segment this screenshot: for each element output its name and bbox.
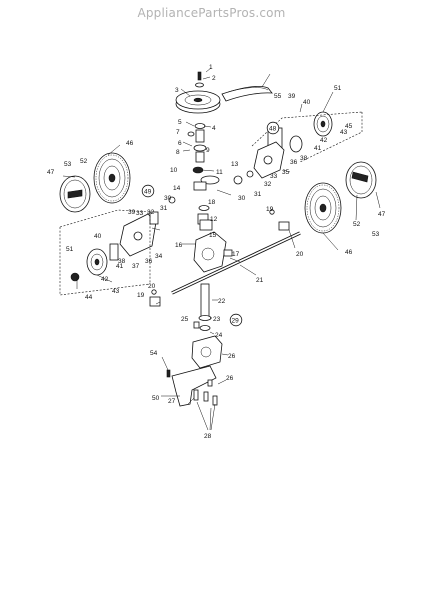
callout-47a: 47 [47,169,55,176]
callout-38b: 38 [300,155,308,162]
bracket-bolts[interactable] [166,369,218,406]
callout-27: 27 [168,398,176,405]
callout-40a: 40 [94,233,102,240]
callout-41a: 41 [116,263,124,270]
callout-37: 37 [132,263,140,270]
callout-34: 34 [155,253,163,260]
callout-39a: 39 [128,209,136,216]
callout-51a: 51 [66,246,74,253]
left-assembly-outline [59,209,151,296]
callout-46b: 46 [345,249,353,256]
callout-32b: 32 [264,181,272,188]
pulley-bolt[interactable] [195,67,212,88]
callout-47b: 47 [378,211,386,218]
callout-35: 35 [282,169,290,176]
right-axle-bushing[interactable] [269,209,290,231]
callout-20b: 20 [148,283,156,290]
left-wheel-assembly[interactable] [59,152,131,213]
callout-12: 12 [210,216,218,223]
callout-8: 8 [176,149,180,156]
callout-18: 18 [208,199,216,206]
right-assembly-outline [251,111,363,163]
callout-43b: 43 [340,129,348,136]
callout-14: 14 [173,185,181,192]
callout-4: 4 [212,125,216,132]
callout-26b: 26 [226,375,234,382]
callout-43a: 43 [112,288,120,295]
callout-24: 24 [215,332,223,339]
callout-23: 23 [213,316,221,323]
drive-axle[interactable] [171,231,301,295]
right-wheel-assembly[interactable] [304,161,377,234]
callout-36b: 36 [290,159,298,166]
callout-31b: 31 [254,191,262,198]
callout-22: 22 [218,298,226,305]
right-gear-housing[interactable] [233,141,285,185]
lower-gearbox[interactable] [191,335,223,369]
callout-31a: 31 [160,205,168,212]
callout-55: 55 [274,93,282,100]
callout-48: 48 [269,126,277,133]
callout-36a: 36 [145,258,153,265]
callout-44: 44 [85,294,93,301]
callout-28: 28 [204,433,212,440]
callout-29: 29 [232,318,240,325]
callout-20a: 20 [296,251,304,258]
callout-53b: 53 [372,231,380,238]
callout-30a: 30 [164,195,172,202]
left-gear-housing[interactable] [119,196,176,257]
callout-10: 10 [170,167,178,174]
callout-2: 2 [212,75,216,82]
callout-42b: 42 [320,137,328,144]
callout-30b: 30 [238,195,246,202]
vertical-drive-shaft[interactable] [193,283,212,331]
callout-15: 15 [209,232,217,239]
callout-9: 9 [206,147,210,154]
spindle-stack[interactable] [187,123,220,225]
callout-53a: 53 [64,161,72,168]
callout-50: 50 [152,395,160,402]
callout-38a: 38 [118,258,126,265]
callout-52b: 52 [353,221,361,228]
callout-40b: 40 [303,99,311,106]
callout-labels: 1 2 3 4 5 6 7 8 9 10 11 12 13 14 15 16 1… [47,64,386,440]
mounting-bracket[interactable] [171,365,217,407]
callout-1: 1 [209,64,213,71]
callout-7: 7 [176,129,180,136]
drive-pulley[interactable] [175,90,221,114]
center-gear-case[interactable] [193,219,233,273]
callout-6: 6 [178,140,182,147]
callout-19b: 19 [137,292,145,299]
callout-52a: 52 [80,158,88,165]
callout-26a: 26 [228,353,236,360]
callout-3: 3 [175,87,179,94]
callout-19a: 19 [266,206,274,213]
callout-13: 13 [231,161,239,168]
reference-circles [141,121,280,327]
left-axle-bushing[interactable] [149,289,161,307]
callout-39b: 39 [288,93,296,100]
callout-16: 16 [175,242,183,249]
callout-54: 54 [150,350,158,357]
callout-32a: 32 [147,209,155,216]
callout-51b: 51 [334,85,342,92]
callout-42a: 42 [101,276,109,283]
callout-17: 17 [232,251,240,258]
callout-11: 11 [216,169,223,176]
callout-21: 21 [256,277,264,284]
left-drive-gear[interactable] [70,243,119,282]
callout-33b: 33 [270,173,278,180]
callout-45: 45 [345,123,353,130]
callout-5: 5 [178,119,182,126]
callout-41b: 41 [314,145,322,152]
callout-49: 49 [144,189,152,196]
callout-25: 25 [181,316,189,323]
callout-46a: 46 [126,140,134,147]
site-watermark: AppliancePartsPros.com [137,6,286,20]
callout-leaders [62,73,381,431]
callout-33a: 33 [136,210,144,217]
